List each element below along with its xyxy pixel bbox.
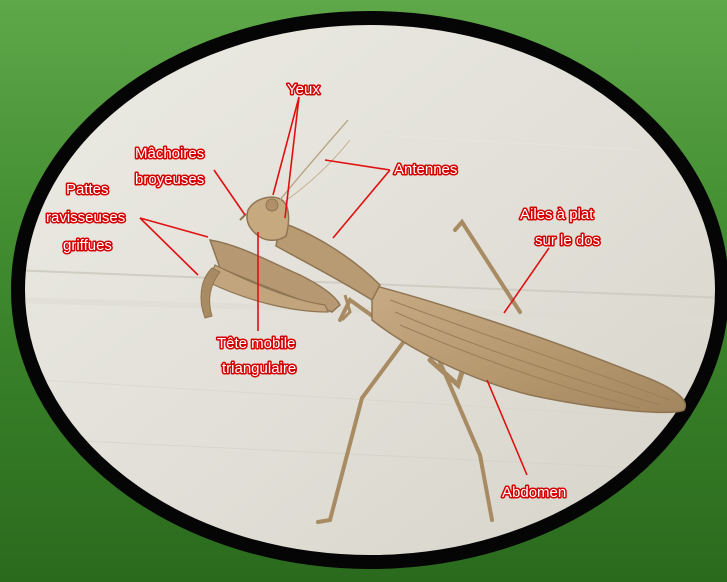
label-head-line2: triangulaire xyxy=(222,360,296,377)
label-jaws-line2: broyeuses xyxy=(135,171,204,188)
label-abdomen: Abdomen xyxy=(502,484,566,501)
label-raptorial-line1: Pattes xyxy=(66,181,109,198)
label-raptorial-line3: griffues xyxy=(63,237,112,254)
label-jaws-line1: Mâchoires xyxy=(135,145,204,162)
label-wings-line2: sur le dos xyxy=(535,232,600,249)
label-raptorial-line2: ravisseuses xyxy=(46,209,125,226)
label-eyes: Yeux xyxy=(287,81,320,98)
label-head-line1: Tête mobile xyxy=(217,335,295,352)
eye xyxy=(266,199,278,211)
label-antennae: Antennes xyxy=(394,161,457,178)
label-wings-line1: Ailes à plat xyxy=(520,206,594,223)
